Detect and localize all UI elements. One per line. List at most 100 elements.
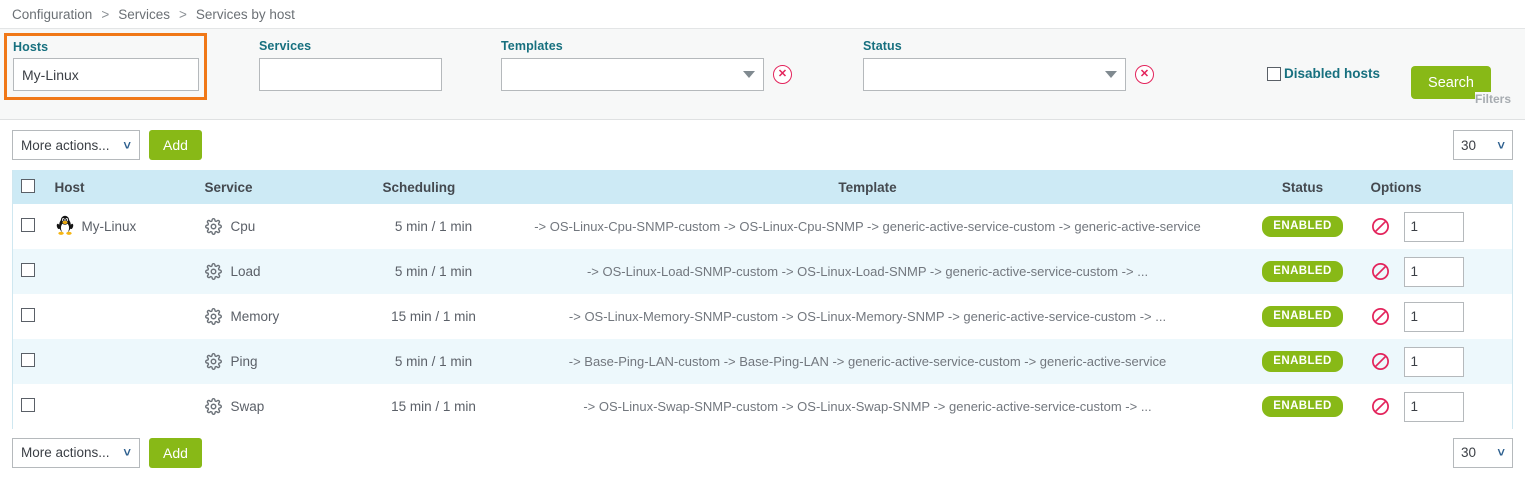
chevron-down-icon bbox=[743, 71, 755, 78]
scheduling-value: 15 min / 1 min bbox=[391, 309, 476, 324]
select-all-checkbox[interactable] bbox=[21, 178, 35, 193]
breadcrumb-item-services[interactable]: Services bbox=[118, 6, 170, 22]
column-header-template[interactable]: Template bbox=[492, 170, 1243, 204]
order-input[interactable] bbox=[1403, 256, 1464, 287]
service-name[interactable]: Cpu bbox=[230, 219, 256, 234]
service-cell: Cpu bbox=[196, 204, 375, 249]
host-cell bbox=[46, 294, 197, 339]
chevron-down-icon bbox=[1105, 71, 1117, 78]
more-actions-select-top[interactable]: More actions... ˅ bbox=[12, 130, 140, 160]
row-checkbox[interactable] bbox=[21, 398, 35, 412]
host-cell bbox=[46, 384, 197, 429]
template-cell: -> OS-Linux-Load-SNMP-custom -> OS-Linux… bbox=[492, 249, 1243, 294]
column-header-scheduling[interactable]: Scheduling bbox=[374, 170, 493, 204]
order-input[interactable] bbox=[1403, 346, 1464, 377]
order-input[interactable] bbox=[1403, 391, 1464, 422]
row-select-cell bbox=[12, 339, 47, 384]
options-cell bbox=[1362, 294, 1513, 339]
search-button[interactable]: Search bbox=[1411, 66, 1491, 99]
host-cell bbox=[46, 339, 197, 384]
page-size-value-bottom: 30 bbox=[1461, 445, 1477, 460]
gear-icon[interactable] bbox=[204, 218, 222, 235]
status-badge: ENABLED bbox=[1262, 351, 1343, 372]
status-filter-group: Status ✕ bbox=[863, 39, 1154, 91]
more-actions-select-bottom[interactable]: More actions... ˅ bbox=[12, 437, 140, 468]
breadcrumb-separator: > bbox=[178, 6, 187, 22]
row-checkbox[interactable] bbox=[21, 353, 35, 367]
chevron-down-icon: ˅ bbox=[1497, 445, 1505, 460]
filters-panel-tag: Filters bbox=[1474, 92, 1511, 106]
clear-circle-icon-status[interactable]: ✕ bbox=[1135, 65, 1154, 84]
disable-circle-icon[interactable] bbox=[1371, 262, 1390, 281]
hosts-label: Hosts bbox=[13, 40, 49, 54]
order-input[interactable] bbox=[1403, 211, 1464, 242]
row-checkbox[interactable] bbox=[21, 218, 35, 232]
add-button-top[interactable]: Add bbox=[149, 130, 202, 160]
service-cell: Memory bbox=[196, 294, 375, 339]
status-cell: ENABLED bbox=[1242, 294, 1363, 339]
row-checkbox[interactable] bbox=[21, 263, 35, 277]
gear-icon[interactable] bbox=[204, 308, 222, 325]
template-chain: -> OS-Linux-Swap-SNMP-custom -> OS-Linux… bbox=[583, 399, 1152, 414]
service-name[interactable]: Swap bbox=[230, 399, 265, 414]
disable-circle-icon[interactable] bbox=[1371, 352, 1390, 371]
options-cell bbox=[1362, 384, 1513, 429]
service-name[interactable]: Ping bbox=[230, 354, 258, 369]
hosts-input[interactable] bbox=[13, 58, 199, 91]
breadcrumb-item-configuration[interactable]: Configuration bbox=[12, 6, 93, 22]
order-input[interactable] bbox=[1403, 301, 1464, 332]
page-size-select-top[interactable]: 30 ˅ bbox=[1453, 130, 1513, 160]
row-select-cell bbox=[12, 294, 47, 339]
breadcrumb-item-services-by-host[interactable]: Services by host bbox=[195, 6, 295, 22]
column-header-status[interactable]: Status bbox=[1242, 170, 1363, 204]
row-select-cell bbox=[12, 204, 47, 249]
templates-select[interactable] bbox=[501, 58, 764, 91]
bottom-action-bar: More actions... ˅ Add 30 ˅ bbox=[0, 429, 1525, 476]
column-header-options: Options bbox=[1362, 170, 1513, 204]
chevron-down-icon: ˅ bbox=[123, 137, 131, 153]
disable-circle-icon[interactable] bbox=[1371, 397, 1390, 416]
host-name[interactable]: My-Linux bbox=[81, 219, 137, 234]
disable-circle-icon[interactable] bbox=[1371, 307, 1390, 326]
template-cell: -> Base-Ping-LAN-custom -> Base-Ping-LAN… bbox=[492, 339, 1243, 384]
disabled-hosts-checkbox[interactable] bbox=[1267, 66, 1281, 81]
gear-icon[interactable] bbox=[204, 353, 222, 370]
service-name[interactable]: Load bbox=[230, 264, 261, 279]
filter-panel: Hosts Services Templates ✕ Status bbox=[0, 28, 1525, 120]
linux-tux-icon bbox=[55, 215, 75, 239]
scheduling-cell: 15 min / 1 min bbox=[374, 294, 493, 339]
service-cell: Ping bbox=[196, 339, 375, 384]
services-filter-group: Services bbox=[259, 39, 442, 91]
scheduling-cell: 5 min / 1 min bbox=[374, 339, 493, 384]
template-chain: -> OS-Linux-Load-SNMP-custom -> OS-Linux… bbox=[586, 264, 1149, 279]
table-row: Memory 15 min / 1 min -> OS-Linux-Memory-S… bbox=[12, 294, 1513, 339]
column-header-service[interactable]: Service bbox=[196, 170, 375, 204]
disabled-hosts-label: Disabled hosts bbox=[1284, 66, 1381, 81]
status-cell: ENABLED bbox=[1242, 339, 1363, 384]
status-select[interactable] bbox=[863, 58, 1126, 91]
select-all-header bbox=[12, 170, 47, 204]
template-cell: -> OS-Linux-Memory-SNMP-custom -> OS-Lin… bbox=[492, 294, 1243, 339]
service-name[interactable]: Memory bbox=[230, 309, 280, 324]
page-size-select-bottom[interactable]: 30 ˅ bbox=[1453, 437, 1513, 468]
row-select-cell bbox=[12, 384, 47, 429]
services-input[interactable] bbox=[259, 58, 442, 91]
chevron-down-icon: ˅ bbox=[123, 445, 131, 460]
disabled-hosts-checkbox-group[interactable]: Disabled hosts bbox=[1267, 66, 1380, 81]
column-header-host[interactable]: Host bbox=[46, 170, 197, 204]
disable-circle-icon[interactable] bbox=[1371, 217, 1390, 236]
gear-icon[interactable] bbox=[204, 398, 222, 415]
gear-icon[interactable] bbox=[204, 263, 222, 280]
hosts-filter-group: Hosts bbox=[4, 33, 207, 100]
clear-circle-icon-templates[interactable]: ✕ bbox=[773, 65, 792, 84]
row-checkbox[interactable] bbox=[21, 308, 35, 322]
host-cell: My-Linux bbox=[46, 204, 197, 249]
add-button-bottom[interactable]: Add bbox=[149, 437, 202, 468]
table-row: Ping 5 min / 1 min-> Base-Ping-LAN-custom… bbox=[12, 339, 1513, 384]
status-badge: ENABLED bbox=[1262, 396, 1343, 417]
service-cell: Load bbox=[196, 249, 375, 294]
